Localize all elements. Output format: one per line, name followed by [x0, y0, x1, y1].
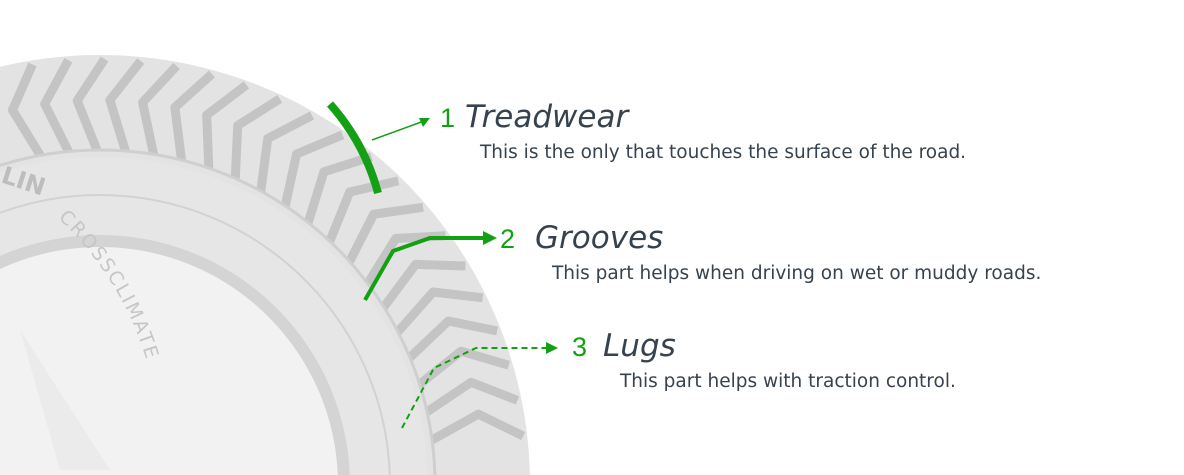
wheel-spoke [20, 330, 110, 470]
tread-groove [325, 176, 400, 243]
part-3-label: 3 Lugs [572, 328, 676, 369]
part-number: 1 [440, 103, 456, 133]
tread-grooves [8, 56, 526, 444]
tread-groove [394, 287, 484, 335]
tread-groove [202, 81, 250, 169]
part-1-label: 1 Treadwear [440, 99, 628, 140]
grooves-arrowhead [483, 231, 497, 245]
part-title: Lugs [603, 328, 676, 364]
tread-groove [8, 62, 45, 158]
part-title: Grooves [535, 220, 664, 256]
tread-groove [230, 94, 283, 179]
tread-groove [280, 130, 345, 207]
tread-groove [72, 56, 109, 152]
treadwear-arrowhead [419, 118, 430, 127]
tread-groove [416, 346, 511, 388]
tread-groove [138, 62, 180, 156]
lugs-arrowhead [546, 342, 558, 354]
part-number: 3 [572, 332, 588, 362]
tread-groove [105, 58, 145, 153]
sidewall-ring [0, 194, 391, 475]
tread-groove [429, 409, 526, 444]
tread-groove [40, 58, 73, 154]
tread-groove [345, 202, 424, 264]
wheel-rim [0, 246, 338, 475]
lugs-arrow [401, 347, 546, 429]
part-title: Treadwear [465, 99, 629, 135]
tread-groove [406, 316, 499, 361]
grooves-arrow [363, 236, 485, 301]
tire-body [0, 55, 530, 475]
tread-edge [0, 148, 437, 475]
part-1-description: This is the only that touches the surfac… [480, 142, 967, 163]
part-3-description: This part helps with traction control. [620, 371, 956, 392]
tread-groove [256, 111, 315, 192]
tread-groove [170, 70, 215, 161]
part-number: 2 [500, 224, 516, 254]
tread-groove [424, 377, 520, 416]
treadwear-arrow [371, 120, 425, 141]
tread-groove [380, 259, 466, 310]
part-2-description: This part helps when driving on wet or m… [552, 263, 1042, 284]
treadwear-highlight [327, 101, 382, 195]
part-2-label: 2 Grooves [500, 220, 663, 261]
tread-groove [303, 152, 373, 224]
